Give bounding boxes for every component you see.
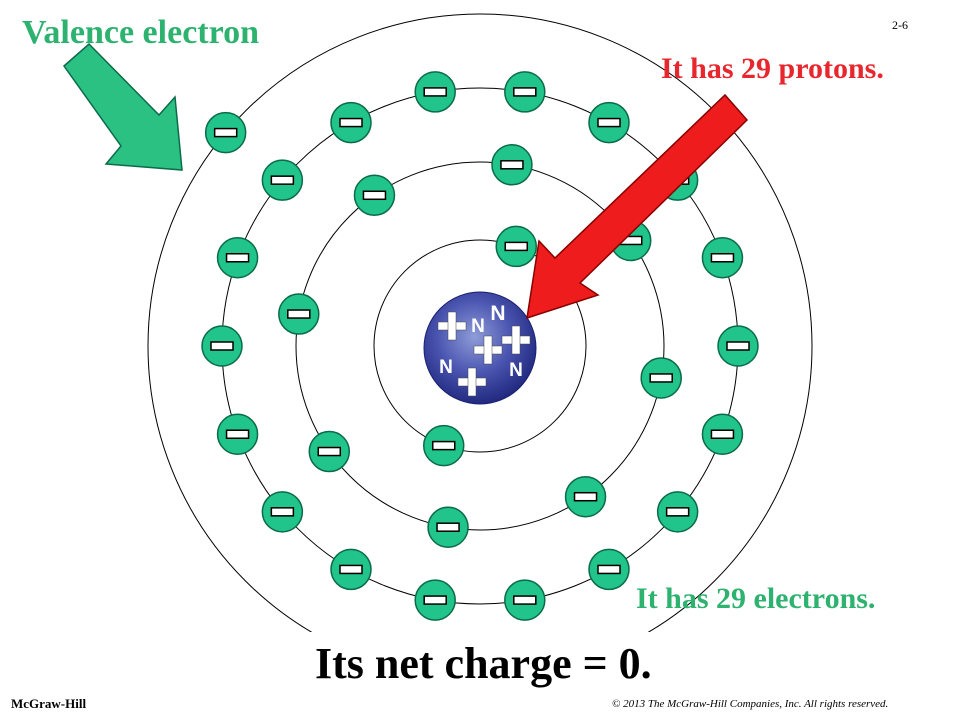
shell-ring-K bbox=[373, 239, 587, 453]
electron bbox=[216, 237, 259, 279]
electron bbox=[656, 491, 699, 533]
proton-plus-icon bbox=[473, 335, 503, 365]
proton-arrow-icon bbox=[526, 93, 749, 320]
electron bbox=[701, 413, 744, 455]
shell-ring-N bbox=[147, 13, 813, 632]
valence-electron-label: Valence electron bbox=[22, 14, 259, 51]
copyright-notice: © 2013 The McGraw-Hill Companies, Inc. A… bbox=[612, 698, 889, 710]
electron bbox=[414, 579, 456, 621]
electron bbox=[308, 430, 351, 473]
electron bbox=[504, 579, 546, 621]
electron bbox=[588, 101, 630, 144]
proton-plus-icon bbox=[457, 367, 487, 397]
neutron-label: N bbox=[509, 360, 523, 381]
electron bbox=[422, 424, 465, 467]
shell-ring-L bbox=[295, 161, 665, 531]
electron bbox=[414, 71, 456, 113]
valence-electron bbox=[204, 111, 247, 154]
proton-plus-icon bbox=[501, 325, 531, 355]
slide-number: 2-6 bbox=[892, 18, 908, 32]
electron bbox=[330, 548, 372, 591]
neutron-label: N bbox=[490, 302, 505, 325]
valence-arrow-icon bbox=[62, 42, 183, 171]
electron bbox=[278, 293, 320, 335]
electron bbox=[353, 174, 396, 217]
electron bbox=[427, 506, 469, 548]
electron bbox=[201, 325, 243, 367]
electron bbox=[216, 413, 259, 455]
proton-plus-icon bbox=[437, 311, 467, 341]
net-charge-label: Its net charge = 0. bbox=[315, 639, 652, 688]
electron bbox=[588, 548, 630, 591]
neutron-label: N bbox=[439, 357, 453, 378]
electron bbox=[261, 491, 304, 533]
electron bbox=[261, 159, 304, 201]
electron bbox=[491, 144, 533, 186]
publisher-label: McGraw-Hill bbox=[11, 696, 87, 711]
electrons-group bbox=[201, 71, 759, 621]
neutron-label: N bbox=[471, 316, 485, 337]
electron bbox=[564, 475, 607, 518]
protons-label: It has 29 protons. bbox=[661, 52, 884, 85]
electron bbox=[330, 101, 372, 144]
electron bbox=[495, 225, 538, 268]
electron bbox=[701, 237, 744, 279]
electron bbox=[717, 325, 759, 367]
electron bbox=[640, 357, 682, 399]
electron bbox=[504, 71, 546, 113]
electrons-label: It has 29 electrons. bbox=[636, 582, 876, 615]
